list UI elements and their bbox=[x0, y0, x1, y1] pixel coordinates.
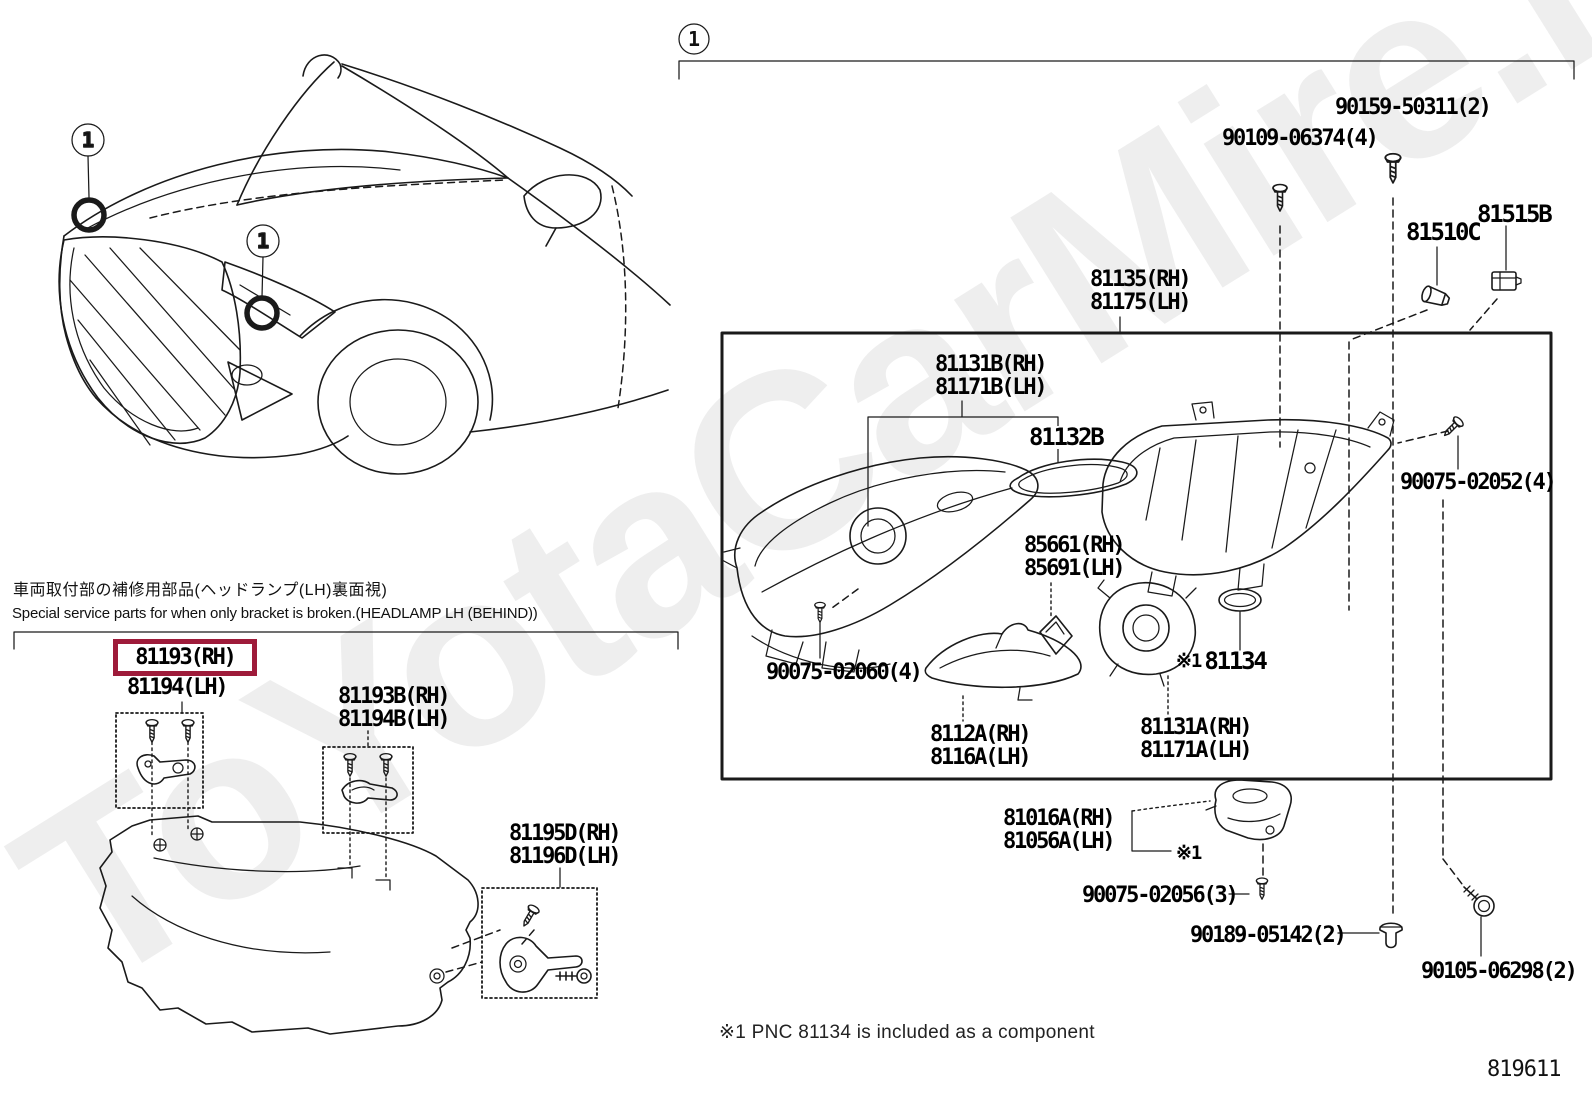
parts-box bbox=[720, 331, 1553, 781]
service-title-japanese: 車両取付部の補修用部品(ヘッドランプ(LH)裏面視) bbox=[13, 582, 388, 599]
pivot-bracket-drawing bbox=[499, 936, 592, 993]
part-label-81131B-lh: 81171B(LH) bbox=[935, 375, 1048, 400]
main-callout-bracket bbox=[678, 23, 1575, 80]
headlamp-lens-unit-drawing bbox=[721, 455, 1039, 673]
side-marker-lamp-drawing bbox=[1039, 615, 1073, 655]
part-label-90159-50311[interactable]: 90159-50311(2) bbox=[1335, 95, 1492, 120]
part-label-81016A[interactable]: 81016A(RH) 81056A(LH) bbox=[1003, 806, 1116, 854]
detail-box-2 bbox=[322, 746, 414, 879]
hook-bracket-drawing bbox=[341, 779, 398, 804]
part-label-85661-lh: 85691(LH) bbox=[1024, 556, 1126, 581]
part-label-81193B[interactable]: 81193B(RH) 81194B(LH) bbox=[338, 684, 451, 732]
part-label-90109-06374[interactable]: 90109-06374(4) bbox=[1222, 126, 1379, 151]
part-label-81132B[interactable]: 81132B bbox=[1028, 423, 1105, 451]
part-label-81131A-lh: 81171A(LH) bbox=[1140, 738, 1253, 763]
car-callout-2: 1 bbox=[257, 229, 269, 253]
callout-circle-icon bbox=[71, 123, 280, 331]
service-title-english: Special service parts for when only brac… bbox=[12, 605, 538, 622]
part-label-90075-02056[interactable]: 90075-02056(3) bbox=[1082, 883, 1239, 908]
socket-icon bbox=[1491, 271, 1522, 291]
part-label-90075-02052[interactable]: 90075-02052(4) bbox=[1400, 470, 1557, 495]
part-label-81193B-lh: 81194B(LH) bbox=[338, 707, 451, 732]
part-label-81515B[interactable]: 81515B bbox=[1477, 200, 1553, 228]
part-label-90075-02060[interactable]: 90075-02060(4) bbox=[766, 660, 923, 685]
part-label-81134-number: 81134 bbox=[1204, 647, 1267, 675]
highlighted-part-81193[interactable]: 81193(RH) bbox=[113, 639, 257, 676]
reference-mark-1: ※1 bbox=[1176, 842, 1202, 864]
part-label-81510C[interactable]: 81510C bbox=[1406, 218, 1482, 246]
headlamp-housing-drawing bbox=[1101, 401, 1395, 597]
grommet-icon bbox=[429, 968, 445, 984]
headlamp-back-view-drawing bbox=[99, 815, 501, 1035]
part-label-81131A[interactable]: 81131A(RH) 81171A(LH) bbox=[1140, 715, 1253, 763]
part-label-81016A-rh: 81016A(RH) bbox=[1003, 806, 1116, 831]
bulb-icon bbox=[1421, 285, 1451, 306]
bolt-icon bbox=[1463, 885, 1495, 917]
headlamp-trim-drawing bbox=[924, 622, 1082, 701]
page-number: 819611 bbox=[1487, 1057, 1561, 1082]
dashed-leader-lines bbox=[831, 197, 1498, 918]
o-ring-icon bbox=[1218, 588, 1262, 612]
part-label-81193-rh: 81193(RH) bbox=[135, 645, 237, 670]
part-label-81131B[interactable]: 81131B(RH) 81171B(LH) bbox=[935, 352, 1048, 400]
clip-icon bbox=[1379, 922, 1403, 949]
dotted-leader-lines bbox=[367, 582, 1211, 812]
part-label-81194-lh[interactable]: 81194(LH) bbox=[127, 675, 229, 700]
projector-unit-drawing bbox=[1097, 579, 1197, 687]
car-callout-1: 1 bbox=[82, 128, 94, 152]
part-label-81195D[interactable]: 81195D(RH) 81196D(LH) bbox=[509, 821, 622, 869]
reference-mark: ※1 bbox=[1176, 650, 1202, 672]
screw-icon bbox=[145, 152, 1466, 930]
part-label-81193B-rh: 81193B(RH) bbox=[338, 684, 451, 709]
part-label-81195D-rh: 81195D(RH) bbox=[509, 821, 622, 846]
footnote: ※1 PNC 81134 is included as a component bbox=[719, 1022, 1095, 1043]
part-label-81135-lh: 81175(LH) bbox=[1090, 290, 1192, 315]
part-label-81131B-rh: 81131B(RH) bbox=[935, 352, 1048, 377]
part-label-81135-rh: 81135(RH) bbox=[1090, 267, 1192, 292]
part-label-81016A-lh: 81056A(LH) bbox=[1003, 829, 1116, 854]
service-section-bracket bbox=[13, 631, 679, 650]
detail-box-3 bbox=[481, 887, 598, 999]
part-label-90189-05142[interactable]: 90189-05142(2) bbox=[1190, 923, 1347, 948]
part-label-8112A[interactable]: 8112A(RH) 8116A(LH) bbox=[930, 722, 1032, 770]
part-label-81134[interactable]: ※1 81134 bbox=[1176, 647, 1268, 675]
part-label-8112A-lh: 8116A(LH) bbox=[930, 745, 1032, 770]
leader-lines bbox=[181, 225, 1507, 957]
leveling-motor-drawing bbox=[1205, 779, 1292, 841]
bracket-part-drawing bbox=[136, 753, 196, 785]
part-label-81135[interactable]: 81135(RH) 81175(LH) bbox=[1090, 267, 1192, 315]
part-label-85661[interactable]: 85661(RH) 85691(LH) bbox=[1024, 533, 1126, 581]
part-label-85661-rh: 85661(RH) bbox=[1024, 533, 1126, 558]
part-label-8112A-rh: 8112A(RH) bbox=[930, 722, 1032, 747]
gasket-drawing bbox=[1009, 458, 1138, 498]
part-label-81195D-lh: 81196D(LH) bbox=[509, 844, 622, 869]
car-illustration: 1 1 bbox=[58, 54, 671, 475]
part-label-81131A-rh: 81131A(RH) bbox=[1140, 715, 1253, 740]
section-callout: 1 bbox=[688, 27, 700, 51]
part-label-90105-06298[interactable]: 90105-06298(2) bbox=[1421, 959, 1578, 984]
detail-box-1 bbox=[115, 712, 204, 839]
